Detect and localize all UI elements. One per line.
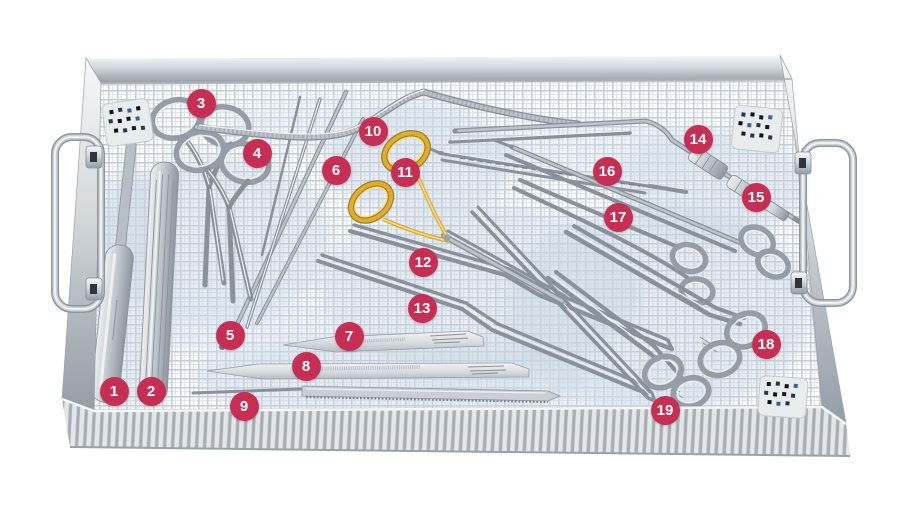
instrument-suction-tube-angled <box>448 118 803 225</box>
tray-handle-left <box>51 133 105 313</box>
instrument-rasp-handle <box>138 161 180 403</box>
corner-plate-top-left <box>101 98 154 147</box>
corner-plate-top-right <box>730 104 784 154</box>
instrument-osteotome <box>91 140 137 403</box>
instrument-bone-rasp <box>191 385 562 404</box>
instrument-clamp-2 <box>545 270 712 410</box>
instrument-scalpel-handle-2 <box>206 362 530 380</box>
instrument-scalpel-handle-1 <box>282 330 485 353</box>
instrument-suction-tube-ribbed <box>193 88 582 141</box>
corner-plate-bottom-right <box>757 375 809 419</box>
tray-handle-right <box>790 139 857 307</box>
